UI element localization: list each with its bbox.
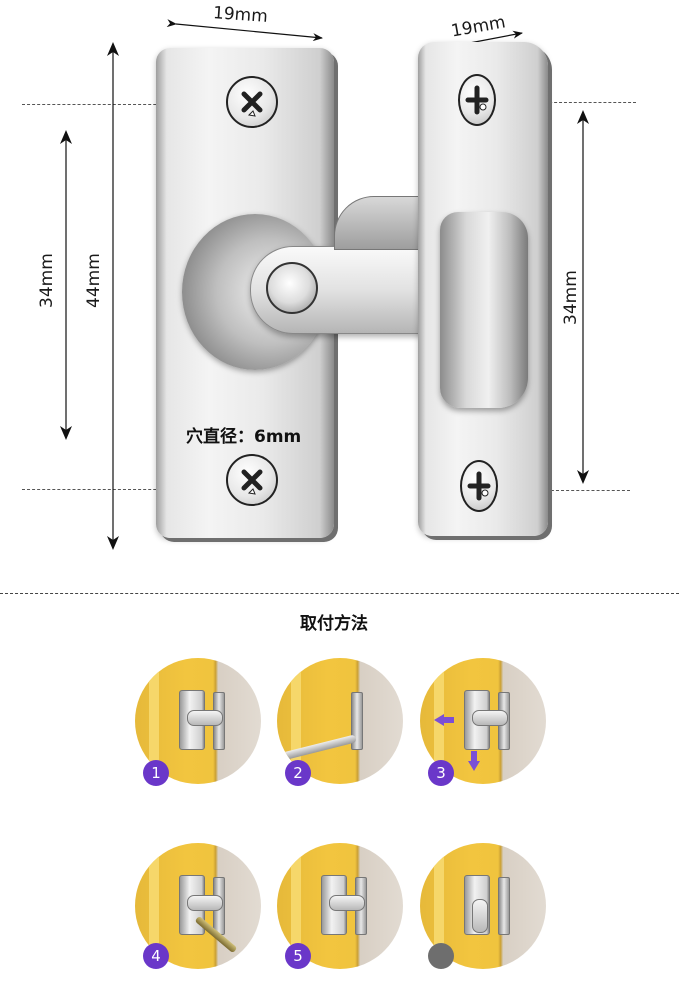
screw-icon bbox=[226, 454, 278, 506]
step-number-badge: 3 bbox=[428, 760, 454, 786]
screw-icon bbox=[458, 74, 496, 126]
arrow-left-icon bbox=[434, 714, 444, 726]
hole-diameter-label: 穴直径：6mm bbox=[186, 427, 302, 447]
arrow-down-icon bbox=[471, 751, 477, 761]
installation-title: 取付方法 bbox=[300, 614, 368, 634]
step-number-badge bbox=[428, 943, 454, 969]
left-plate-width-label: 19mm bbox=[212, 3, 269, 27]
height-dimension-arrows bbox=[60, 42, 589, 550]
top-hole-reference-line-left bbox=[22, 104, 237, 105]
step-number-badge: 2 bbox=[285, 760, 311, 786]
left-plate-height-label: 44mm bbox=[84, 253, 104, 308]
bottom-hole-reference-line-right bbox=[490, 490, 630, 491]
left-hole-spacing-label: 34mm bbox=[37, 253, 57, 308]
step-number-badge: 5 bbox=[285, 943, 311, 969]
screwdriver-icon bbox=[277, 734, 357, 762]
right-hole-spacing-label: 34mm bbox=[561, 270, 581, 325]
pivot-pin bbox=[266, 262, 318, 314]
screw-icon bbox=[460, 460, 498, 512]
bottom-hole-reference-line-left bbox=[22, 489, 237, 490]
installation-step-5 bbox=[277, 843, 403, 969]
installation-step-1 bbox=[135, 658, 261, 784]
section-separator bbox=[0, 593, 679, 594]
screw-icon bbox=[226, 76, 278, 128]
keeper-loop bbox=[440, 212, 528, 408]
step-number-badge: 1 bbox=[143, 760, 169, 786]
step-number-badge: 4 bbox=[143, 943, 169, 969]
top-hole-reference-line-right bbox=[490, 102, 636, 103]
